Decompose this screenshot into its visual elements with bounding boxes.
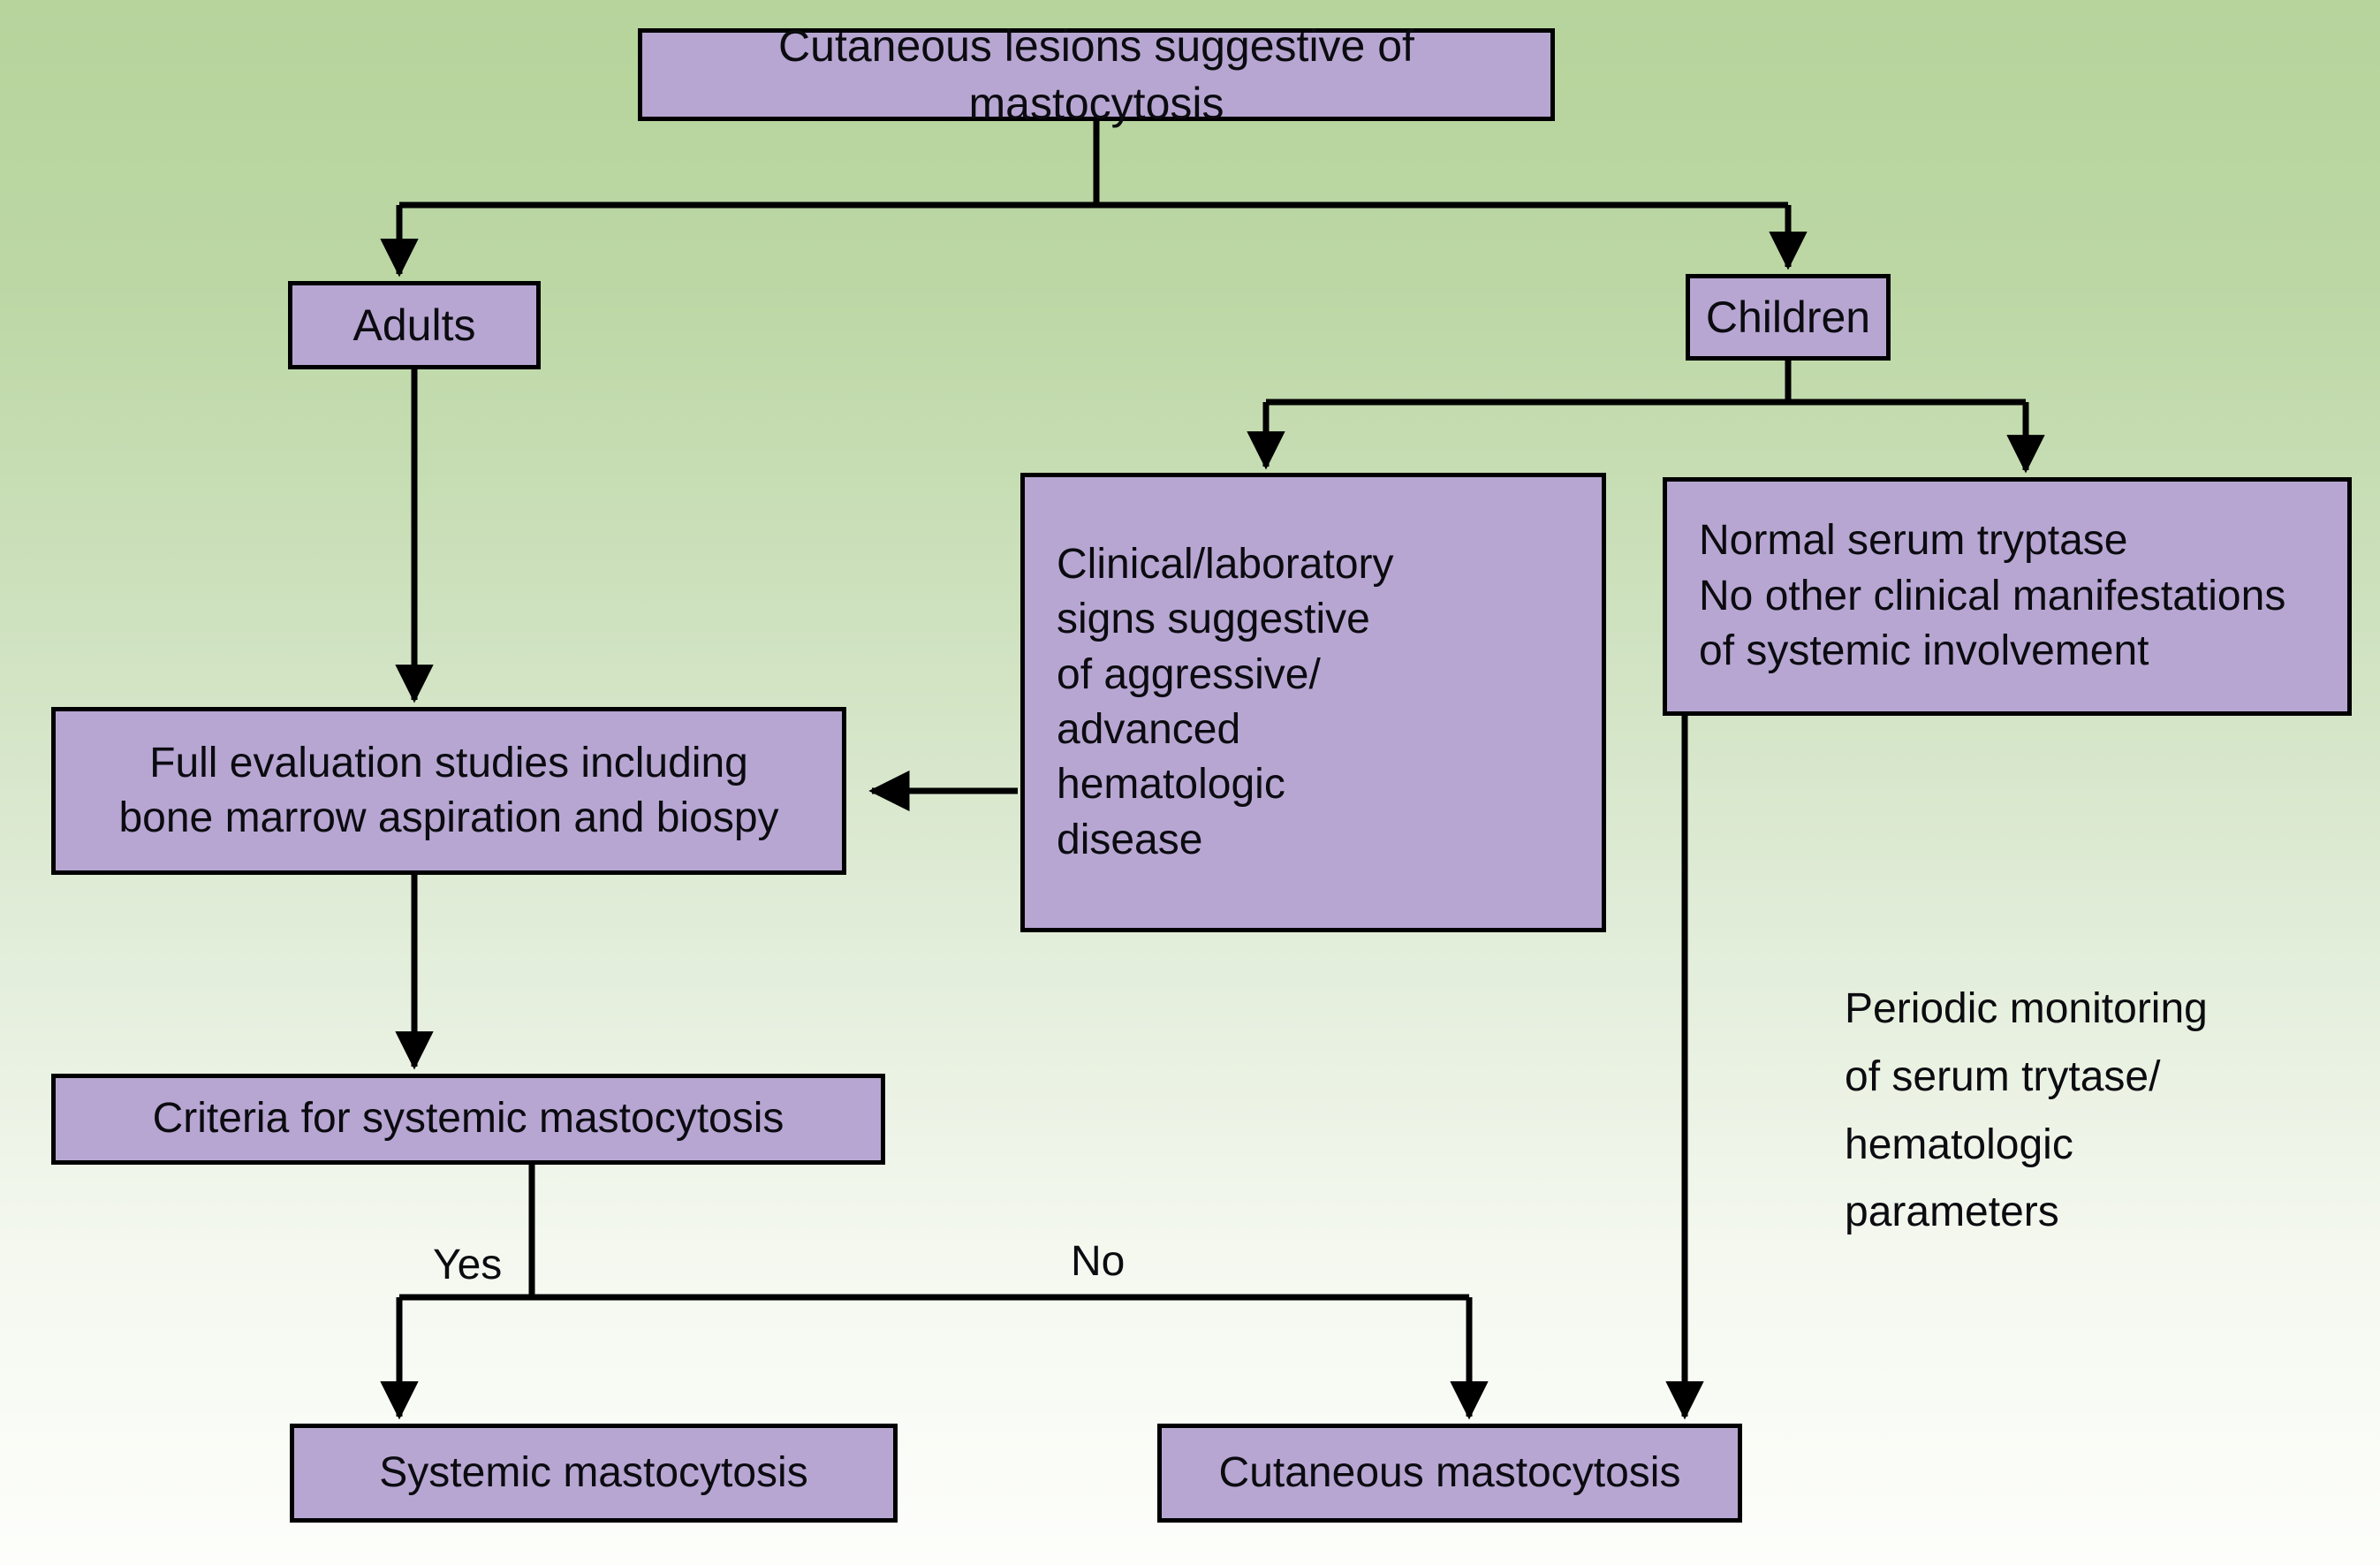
- edge-label-yes: Yes: [433, 1242, 503, 1288]
- node-cutaneous-mastocytosis[interactable]: Cutaneous mastocytosis: [1157, 1424, 1742, 1523]
- annotation-periodic-monitoring: Periodic monitoring of serum trytase/ he…: [1845, 985, 2208, 1236]
- node-adults-label: Adults: [352, 300, 476, 350]
- node-root-label: Cutaneous lesions suggestive of mastocyt…: [778, 20, 1414, 128]
- node-full-evaluation[interactable]: Full evaluation studies including bone m…: [51, 707, 846, 875]
- node-root[interactable]: Cutaneous lesions suggestive of mastocyt…: [638, 21, 1555, 128]
- node-normal-tryptase-label: Normal serum tryptase No other clinical …: [1699, 517, 2286, 675]
- node-clinical-signs-label: Clinical/laboratory signs suggestive of …: [1057, 540, 1394, 863]
- node-full-evaluation-label: Full evaluation studies including bone m…: [118, 739, 779, 841]
- node-children[interactable]: Children: [1686, 274, 1891, 361]
- node-children-label: Children: [1705, 292, 1871, 342]
- node-clinical-signs[interactable]: Clinical/laboratory signs suggestive of …: [1020, 473, 1606, 932]
- node-adults[interactable]: Adults: [288, 281, 541, 369]
- node-criteria-label: Criteria for systemic mastocytosis: [152, 1095, 784, 1143]
- node-systemic-mastocytosis[interactable]: Systemic mastocytosis: [290, 1424, 898, 1523]
- node-systemic-mastocytosis-label: Systemic mastocytosis: [379, 1448, 808, 1496]
- node-normal-tryptase[interactable]: Normal serum tryptase No other clinical …: [1663, 477, 2352, 716]
- edge-label-no: No: [1071, 1238, 1126, 1285]
- node-criteria[interactable]: Criteria for systemic mastocytosis: [51, 1074, 885, 1165]
- node-cutaneous-mastocytosis-label: Cutaneous mastocytosis: [1218, 1448, 1681, 1496]
